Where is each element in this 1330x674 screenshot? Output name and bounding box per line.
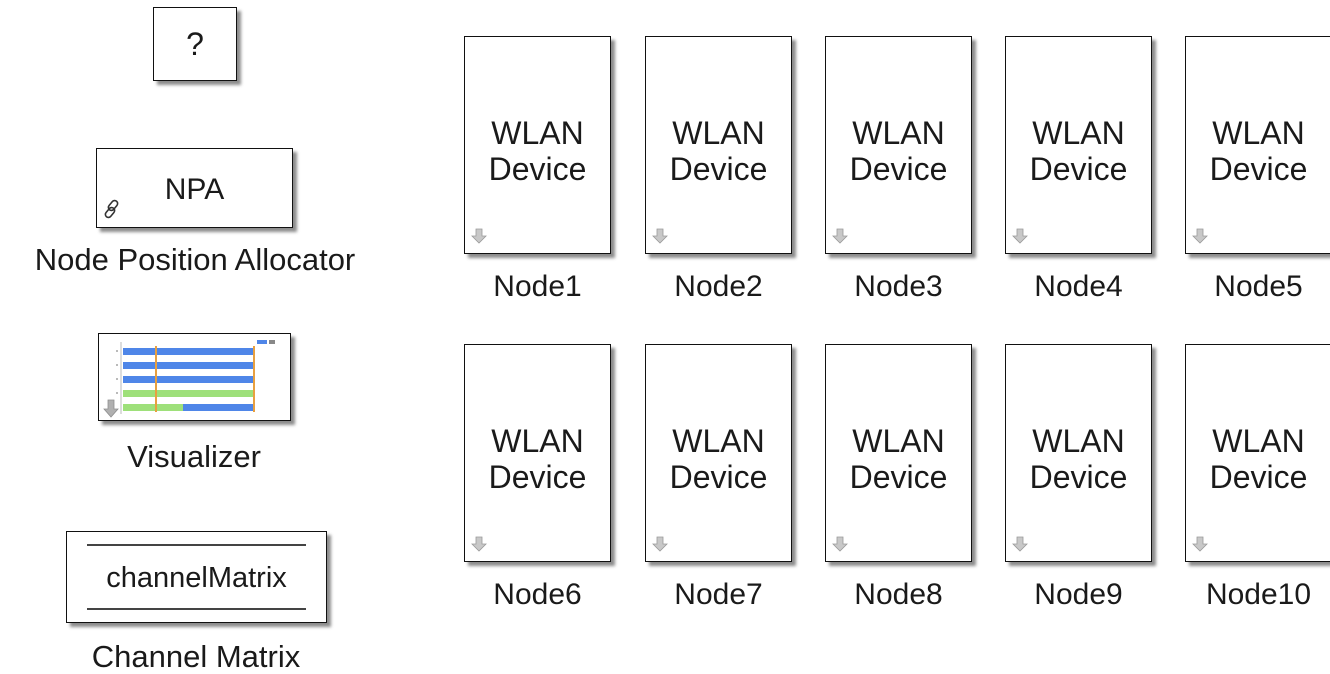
wlan-device-text: WLAN Device [669, 115, 768, 187]
wlan-device-block-node10[interactable]: WLAN Device [1185, 344, 1330, 562]
wlan-device-block-node7[interactable]: WLAN Device [645, 344, 792, 562]
node-label-node9: Node9 [1034, 578, 1123, 611]
down-arrow-icon [652, 228, 668, 249]
node-label-node5: Node5 [1214, 270, 1303, 303]
down-arrow-icon [832, 228, 848, 249]
down-arrow-icon [1012, 536, 1028, 557]
npa-block-text: NPA [164, 173, 225, 206]
channel-matrix-label: Channel Matrix [91, 639, 301, 674]
down-arrow-icon [1192, 536, 1208, 557]
wlan-device-text: WLAN Device [849, 423, 948, 495]
unknown-block[interactable]: ? [153, 7, 237, 81]
down-arrow-icon [832, 536, 848, 557]
wlan-device-block-node1[interactable]: WLAN Device [464, 36, 611, 254]
wlan-device-block-node9[interactable]: WLAN Device [1005, 344, 1152, 562]
wlan-device-block-node4[interactable]: WLAN Device [1005, 36, 1152, 254]
channel-matrix-block[interactable]: channelMatrix [66, 531, 327, 623]
down-arrow-icon [471, 228, 487, 249]
down-arrow-icon [1012, 228, 1028, 249]
wlan-device-text: WLAN Device [1029, 115, 1128, 187]
top-rule [87, 544, 306, 546]
node-label-node2: Node2 [674, 270, 763, 303]
node-label-node8: Node8 [854, 578, 943, 611]
wlan-device-text: WLAN Device [669, 423, 768, 495]
bottom-rule [87, 608, 306, 610]
wlan-device-block-node3[interactable]: WLAN Device [825, 36, 972, 254]
down-arrow-icon [1192, 228, 1208, 249]
wlan-device-text: WLAN Device [488, 115, 587, 187]
node-label-node3: Node3 [854, 270, 943, 303]
wlan-device-text: WLAN Device [488, 423, 587, 495]
channel-matrix-block-text: channelMatrix [106, 562, 287, 594]
wlan-device-text: WLAN Device [1209, 115, 1308, 187]
node-label-node4: Node4 [1034, 270, 1123, 303]
node-label-node10: Node10 [1205, 578, 1312, 611]
visualizer-block[interactable] [98, 333, 291, 421]
npa-block-label: Node Position Allocator [34, 242, 356, 277]
visualizer-label: Visualizer [127, 439, 261, 474]
wlan-device-block-node2[interactable]: WLAN Device [645, 36, 792, 254]
link-icon [101, 198, 123, 225]
wlan-device-text: WLAN Device [1209, 423, 1308, 495]
node-label-node6: Node6 [493, 578, 582, 611]
wlan-device-text: WLAN Device [849, 115, 948, 187]
down-arrow-icon [471, 536, 487, 557]
npa-block[interactable]: NPA [96, 148, 293, 228]
timeline-chart-icon [103, 340, 275, 418]
wlan-device-block-node8[interactable]: WLAN Device [825, 344, 972, 562]
unknown-block-text: ? [186, 25, 204, 62]
wlan-device-block-node5[interactable]: WLAN Device [1185, 36, 1330, 254]
wlan-device-block-node6[interactable]: WLAN Device [464, 344, 611, 562]
node-label-node1: Node1 [493, 270, 582, 303]
wlan-device-text: WLAN Device [1029, 423, 1128, 495]
node-label-node7: Node7 [674, 578, 763, 611]
down-arrow-icon [652, 536, 668, 557]
